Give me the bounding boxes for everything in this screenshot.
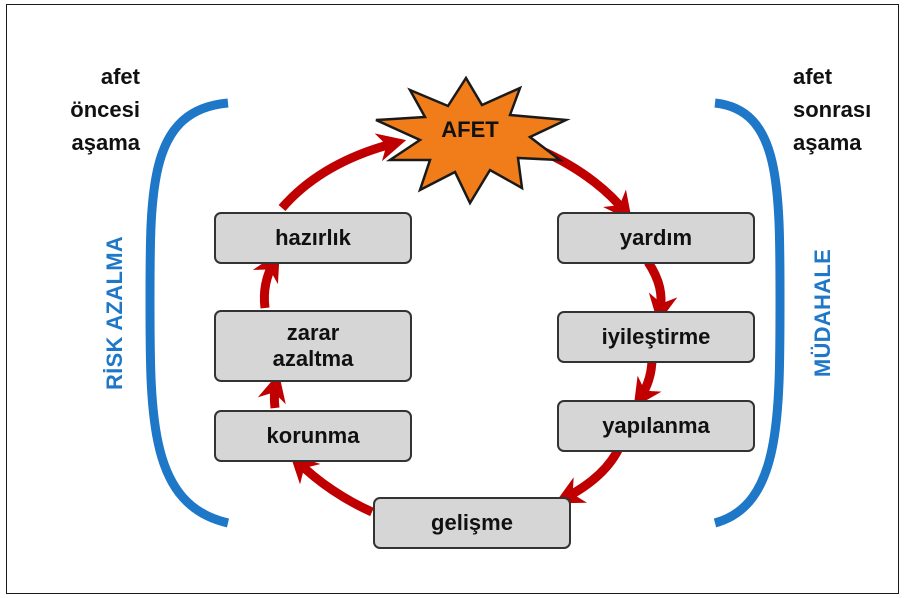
arrow-yapilanma-to-gelisme <box>554 443 625 504</box>
stage-iyilestirme: iyileştirme <box>557 311 755 363</box>
response-label: MÜDAHALE <box>810 248 835 378</box>
after-phase-line-2: sonrası <box>793 97 872 122</box>
right-bracket <box>713 98 785 528</box>
before-phase-line-3: aşama <box>71 130 140 155</box>
arrow-zarar-to-hazirlik <box>252 251 280 309</box>
left-bracket <box>145 98 230 528</box>
arrow-iyilestirme-to-yapilanma <box>633 357 662 408</box>
stage-hazirlik: hazırlık <box>214 212 412 264</box>
before-phase-line-2: öncesi <box>70 97 140 122</box>
after-phase-line-1: afet <box>793 64 833 89</box>
stage-yardim: yardım <box>557 212 755 264</box>
before-phase-line-1: afet <box>100 64 140 89</box>
stage-zarar-azaltma: zarar azaltma <box>214 310 412 382</box>
afet-label: AFET <box>441 117 499 142</box>
arrow-hazirlik-to-afet <box>278 133 407 211</box>
diagram-frame <box>6 4 899 594</box>
arrow-gelisme-to-korunma <box>289 453 374 517</box>
stage-zarar-line-1: zarar <box>286 320 340 345</box>
after-phase-label: afet sonrası aşama <box>793 60 893 159</box>
arrow-korunma-to-zarar <box>257 372 286 409</box>
stage-zarar-line-2: azaltma <box>272 346 354 371</box>
stage-korunma: korunma <box>214 410 412 462</box>
before-phase-label: afet öncesi aşama <box>48 60 140 159</box>
afet-starburst <box>375 75 571 206</box>
risk-reduction-label: RİSK AZALMA <box>102 235 127 391</box>
after-phase-line-3: aşama <box>793 130 862 155</box>
stage-gelisme: gelişme <box>373 497 571 549</box>
arrow-yardim-to-iyilestirme <box>644 259 678 324</box>
stage-yapilanma: yapılanma <box>557 400 755 452</box>
